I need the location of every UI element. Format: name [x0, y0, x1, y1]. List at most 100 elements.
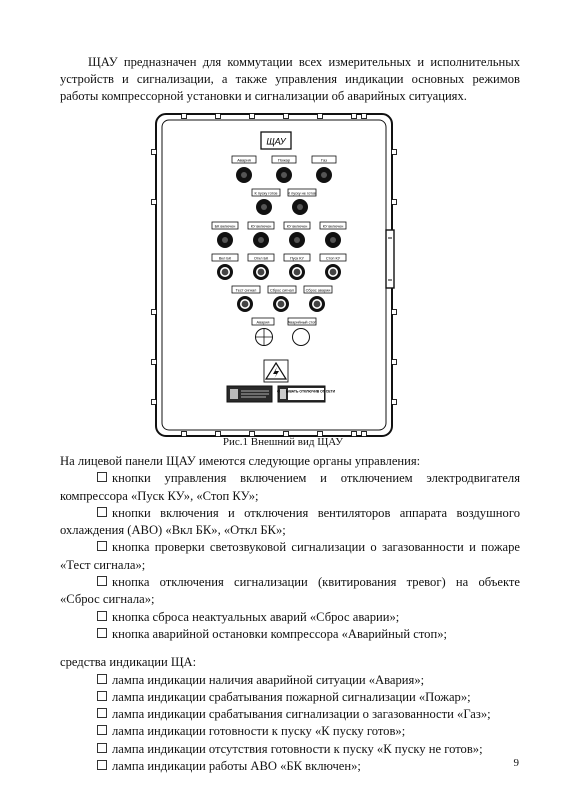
checkbox-bullet-icon: [97, 742, 107, 753]
button-reset-alarm: Сброс аварии: [303, 285, 333, 312]
bolt: [351, 431, 357, 437]
lamp-label: Газ: [321, 158, 327, 163]
lamp-label: Пожар: [278, 158, 291, 163]
lamp-ku-on-2: КУ включен: [283, 221, 311, 248]
button-label: Пуск КУ: [290, 257, 304, 261]
lamp-label: КУ включен: [251, 225, 272, 229]
button-reset-signal: Сброс сигнал: [267, 285, 297, 312]
control-item: кнопка сброса неактуальных аварий «Сброс…: [60, 609, 520, 626]
button-ku-stop: Стоп КУ: [319, 253, 347, 280]
indication-item: лампа индикации работы АВО «БК включен»;: [60, 758, 520, 775]
lamp-not-ready: К пуску не готов: [287, 188, 317, 215]
warning-plate-text: ОТКРЫВАТЬ ОТКЛЮЧИВ ОТ СЕТИ: [277, 390, 336, 394]
bolt: [181, 431, 187, 437]
bolt: [391, 359, 397, 365]
warning-nameplate: ОТКРЫВАТЬ ОТКЛЮЧИВ ОТ СЕТИ: [277, 385, 336, 403]
bolt: [361, 431, 367, 437]
control-item: кнопка отключения сигнализации (квитиров…: [60, 575, 520, 607]
bolt: [181, 113, 187, 119]
checkbox-bullet-icon: [97, 690, 107, 701]
lamp-label: КУ включен: [323, 225, 344, 229]
bolt: [391, 199, 397, 205]
intro-paragraph: ЩАУ предназначен для коммутации всех изм…: [60, 55, 520, 103]
figure-caption: Рис.1 Внешний вид ЩАУ: [222, 436, 344, 448]
control-item: кнопка аварийной остановки компрессора «…: [60, 626, 520, 643]
indication-item: лампа индикации срабатывания сигнализаци…: [60, 706, 520, 723]
bolt: [361, 113, 367, 119]
control-item: кнопки включения и отключения вентилятор…: [60, 505, 520, 538]
lamp-label: Авария: [257, 321, 270, 325]
bolt: [391, 399, 397, 405]
lamp-label: К пуску готов: [255, 192, 278, 196]
high-voltage-sign: [263, 359, 289, 383]
bolt: [249, 113, 255, 119]
checkbox-bullet-icon: [97, 541, 107, 552]
bolt: [151, 359, 157, 365]
button-label: Откл БК: [254, 257, 269, 261]
title-plate: [260, 131, 292, 150]
button-label: Тест сигнал: [236, 289, 257, 293]
checkbox-bullet-icon: [97, 760, 107, 771]
button-label: Сброс аварии: [306, 289, 331, 293]
indication-item: лампа индикации отсутствия готовности к …: [60, 741, 520, 758]
nameplate-left: [226, 385, 273, 403]
checkbox-bullet-icon: [97, 708, 107, 719]
button-label: Вкл БК: [219, 257, 232, 261]
lamp-ku-on-3: КУ включен: [319, 221, 347, 248]
indication-item: лампа индикации срабатывания пожарной си…: [60, 689, 520, 706]
panel-drawing: ЩАУ Авария Пожар Газ К пуску готов: [151, 113, 397, 437]
checkbox-bullet-icon: [97, 627, 107, 638]
lamp-alarm: Авария: [231, 155, 257, 183]
bolt: [351, 113, 357, 119]
bolt: [391, 149, 397, 155]
lamp-label: КУ включен: [287, 225, 308, 229]
button-test-signal: Тест сигнал: [231, 285, 261, 312]
checkbox-bullet-icon: [97, 506, 107, 517]
lamp-gas: Газ: [311, 155, 337, 183]
bolt: [151, 149, 157, 155]
lightning-icon: [273, 367, 279, 378]
emergency-stop-button: Аварийный стоп: [287, 317, 317, 346]
indication-item: лампа индикации готовности к пуску «К пу…: [60, 723, 520, 740]
body-text: На лицевой панели ЩАУ имеются следующие …: [60, 453, 520, 775]
checkbox-bullet-icon: [97, 725, 107, 736]
button-label: Сброс сигнал: [270, 289, 294, 293]
lamp-bk-on: БК включен: [211, 221, 239, 248]
bolt: [151, 399, 157, 405]
bolt: [151, 199, 157, 205]
button-label: Аварийный стоп: [288, 321, 317, 325]
lamp-fire: Пожар: [271, 155, 297, 183]
panel-figure: ЩАУ Авария Пожар Газ К пуску готов: [148, 112, 414, 442]
bolt: [151, 309, 157, 315]
bolt: [249, 431, 255, 437]
indication-intro: средства индикации ЩА:: [60, 655, 197, 670]
lamp-ready: К пуску готов: [251, 188, 281, 215]
button-bk-start: Вкл БК: [211, 253, 239, 280]
bolt: [283, 431, 289, 437]
lamp-label: БК включен: [215, 225, 236, 229]
button-bk-stop: Откл БК: [247, 253, 275, 280]
bolt: [391, 309, 397, 315]
bolt: [317, 431, 323, 437]
bolt: [215, 113, 221, 119]
lamp-label: К пуску не готов: [288, 192, 316, 196]
lamp-ku-on-1: КУ включен: [247, 221, 275, 248]
emergency-lamp: Авария: [251, 317, 275, 346]
checkbox-bullet-icon: [97, 472, 107, 483]
indication-item: лампа индикации наличия аварийной ситуац…: [60, 672, 520, 689]
button-label: Стоп КУ: [326, 257, 341, 261]
checkbox-bullet-icon: [97, 673, 107, 684]
checkbox-bullet-icon: [97, 576, 107, 587]
lamp-label: Авария: [237, 158, 251, 163]
control-item: кнопка проверки светозвуковой сигнализац…: [60, 540, 520, 572]
page-number: 9: [513, 757, 520, 769]
bolt: [283, 113, 289, 119]
bolt: [215, 431, 221, 437]
button-ku-start: Пуск КУ: [283, 253, 311, 280]
title-plate-text: ЩАУ: [266, 137, 287, 147]
controls-intro: На лицевой панели ЩАУ имеются следующие …: [60, 454, 421, 468]
control-item: кнопки управления включением и отключени…: [60, 471, 520, 503]
bolt: [317, 113, 323, 119]
checkbox-bullet-icon: [97, 610, 107, 621]
